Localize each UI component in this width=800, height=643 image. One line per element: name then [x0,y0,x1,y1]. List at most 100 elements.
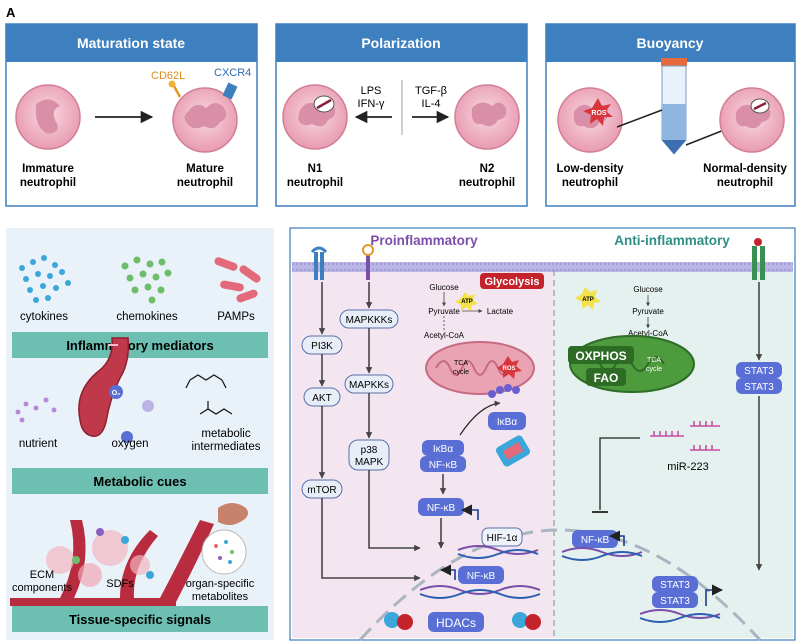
chemokines-icon [121,256,172,304]
tissue-band [12,606,268,632]
tca-anti-1: TCA [647,357,661,364]
ifn-label: IFN-γ [358,98,385,110]
lps-label: LPS [361,85,382,97]
nfkb-nucleus-label: NF-κB [467,571,496,582]
cxcr4-label: CXCR4 [214,67,251,79]
atp-burst-anti [575,287,601,310]
immature-label-2: neutrophil [20,177,76,189]
nfkb-bound-label: NF-κB [429,460,458,471]
metabolic-intermediate-structure-icon [185,374,233,415]
oxygen-label: oxygen [111,438,148,450]
nfkb-cyto-node [418,498,464,516]
stat3-nuc-label-2: STAT3 [660,596,690,607]
tissue-vessel-icon [10,520,214,606]
normal-density-neutrophil-icon [719,87,785,153]
inhibition-line [599,437,640,510]
chemokines-label: chemokines [116,311,178,323]
nfkb-nucleus-node [458,566,504,584]
cd62l-receptor-icon [168,80,182,98]
stat3-nucleus-node [652,576,698,608]
nutrient-dots-icon [15,397,57,423]
immature-neutrophil-icon [15,84,81,150]
cxcr4-receptor-icon [222,82,238,100]
il4-label: IL-4 [422,98,441,110]
ros-label-a: ROS [591,110,607,117]
n2-label-2: neutrophil [459,177,515,189]
mitochondrion-pro-icon [425,341,535,395]
inflammatory-band [12,332,268,358]
cytokines-icon [19,255,71,303]
glucose-label-pro: Glucose [429,283,459,292]
organ-icon [201,503,248,575]
pamps-label: PAMPs [217,311,255,323]
n1-neutrophil-icon [282,84,348,150]
mtor-label: mTOR [307,485,336,496]
ecm-label-1: ECM [30,569,54,581]
oxygen-molecule-icon [109,385,154,443]
sdfs-label: SDFs [106,578,134,590]
stat3-cyto-label-1: STAT3 [744,366,774,377]
akt-label: AKT [312,393,331,404]
ros-label-c: ROS [502,366,515,372]
pyruvate-label-anti: Pyruvate [632,307,664,316]
proinflammatory-title: Proinflammatory [370,233,478,248]
receptor-icon-2 [362,244,374,280]
polarization-title: Polarization [361,35,440,51]
nuclear-envelope [358,528,762,642]
glycolysis-badge [480,273,544,289]
mir-label: miR-223 [667,461,709,473]
nfkb-cyto-label: NF-κB [427,503,456,514]
atp-label-anti: ATP [582,297,594,303]
glucose-label-anti: Glucose [633,285,663,294]
nfkb-anti-label: NF-κB [581,535,610,546]
hif-node [481,527,523,547]
normal-density-label-1: Normal-density [703,163,787,175]
stat3-nuc-label-1: STAT3 [660,580,690,591]
lactate-label: Lactate [487,307,514,316]
metabolic-label-2: intermediates [191,441,260,453]
cd62l-label: CD62L [151,70,185,82]
pyruvate-label-pro: Pyruvate [428,307,460,316]
metabolic-cues-label: Metabolic cues [93,474,186,489]
anti-inflammatory-title: Anti-inflammatory [614,233,730,248]
n1-label-1: N1 [308,163,323,175]
stat3-cyto-node [736,362,782,394]
receptor-icon-3 [752,238,765,280]
organ-label-2: metabolites [192,591,249,603]
tca-pro-1: TCA [454,360,468,367]
histone-icons [384,612,541,630]
panel-b: cytokines chemokines PAMPs Inflammatory … [6,228,274,640]
maturation-header [6,24,257,62]
maturation-title: Maturation state [77,35,185,51]
low-density-label-1: Low-density [556,163,624,175]
low-density-neutrophil-icon [557,87,623,153]
tissue-signals-label: Tissue-specific signals [69,612,211,627]
mature-neutrophil-icon [172,87,238,153]
ecm-label-2: components [12,582,72,594]
normal-density-label-2: neutrophil [717,177,773,189]
centrifuge-tube-icon [661,58,687,155]
mir-223-icon [650,421,720,451]
tca-pro-2: cycle [453,369,469,376]
immature-label-1: Immature [22,163,74,175]
n2-neutrophil-icon [454,84,520,150]
p38-label-1: p38 [361,445,378,456]
panel-a-letter: A [6,5,16,20]
dna-strand-1 [457,545,539,555]
pi3k-label: PI3K [311,341,333,352]
inflammatory-mediators-label: Inflammatory mediators [66,338,213,353]
atp-burst-pro [455,292,478,311]
glycolysis-label: Glycolysis [484,276,539,288]
hif-label: HIF-1α [487,533,518,544]
low-density-label-2: neutrophil [562,177,618,189]
fao-badge [586,368,626,386]
hdacs-node [428,612,484,632]
tca-anti-2: cycle [646,366,662,373]
ikba-bound-label: IκBα [433,444,453,455]
acetyl-label-anti: Acetyl-CoA [628,329,669,338]
mature-label-1: Mature [186,163,224,175]
nutrient-label: nutrient [19,438,58,450]
ikba-free-label: IκBα [497,417,517,428]
proteasome-icon [495,435,531,467]
cell-membrane [292,262,793,272]
